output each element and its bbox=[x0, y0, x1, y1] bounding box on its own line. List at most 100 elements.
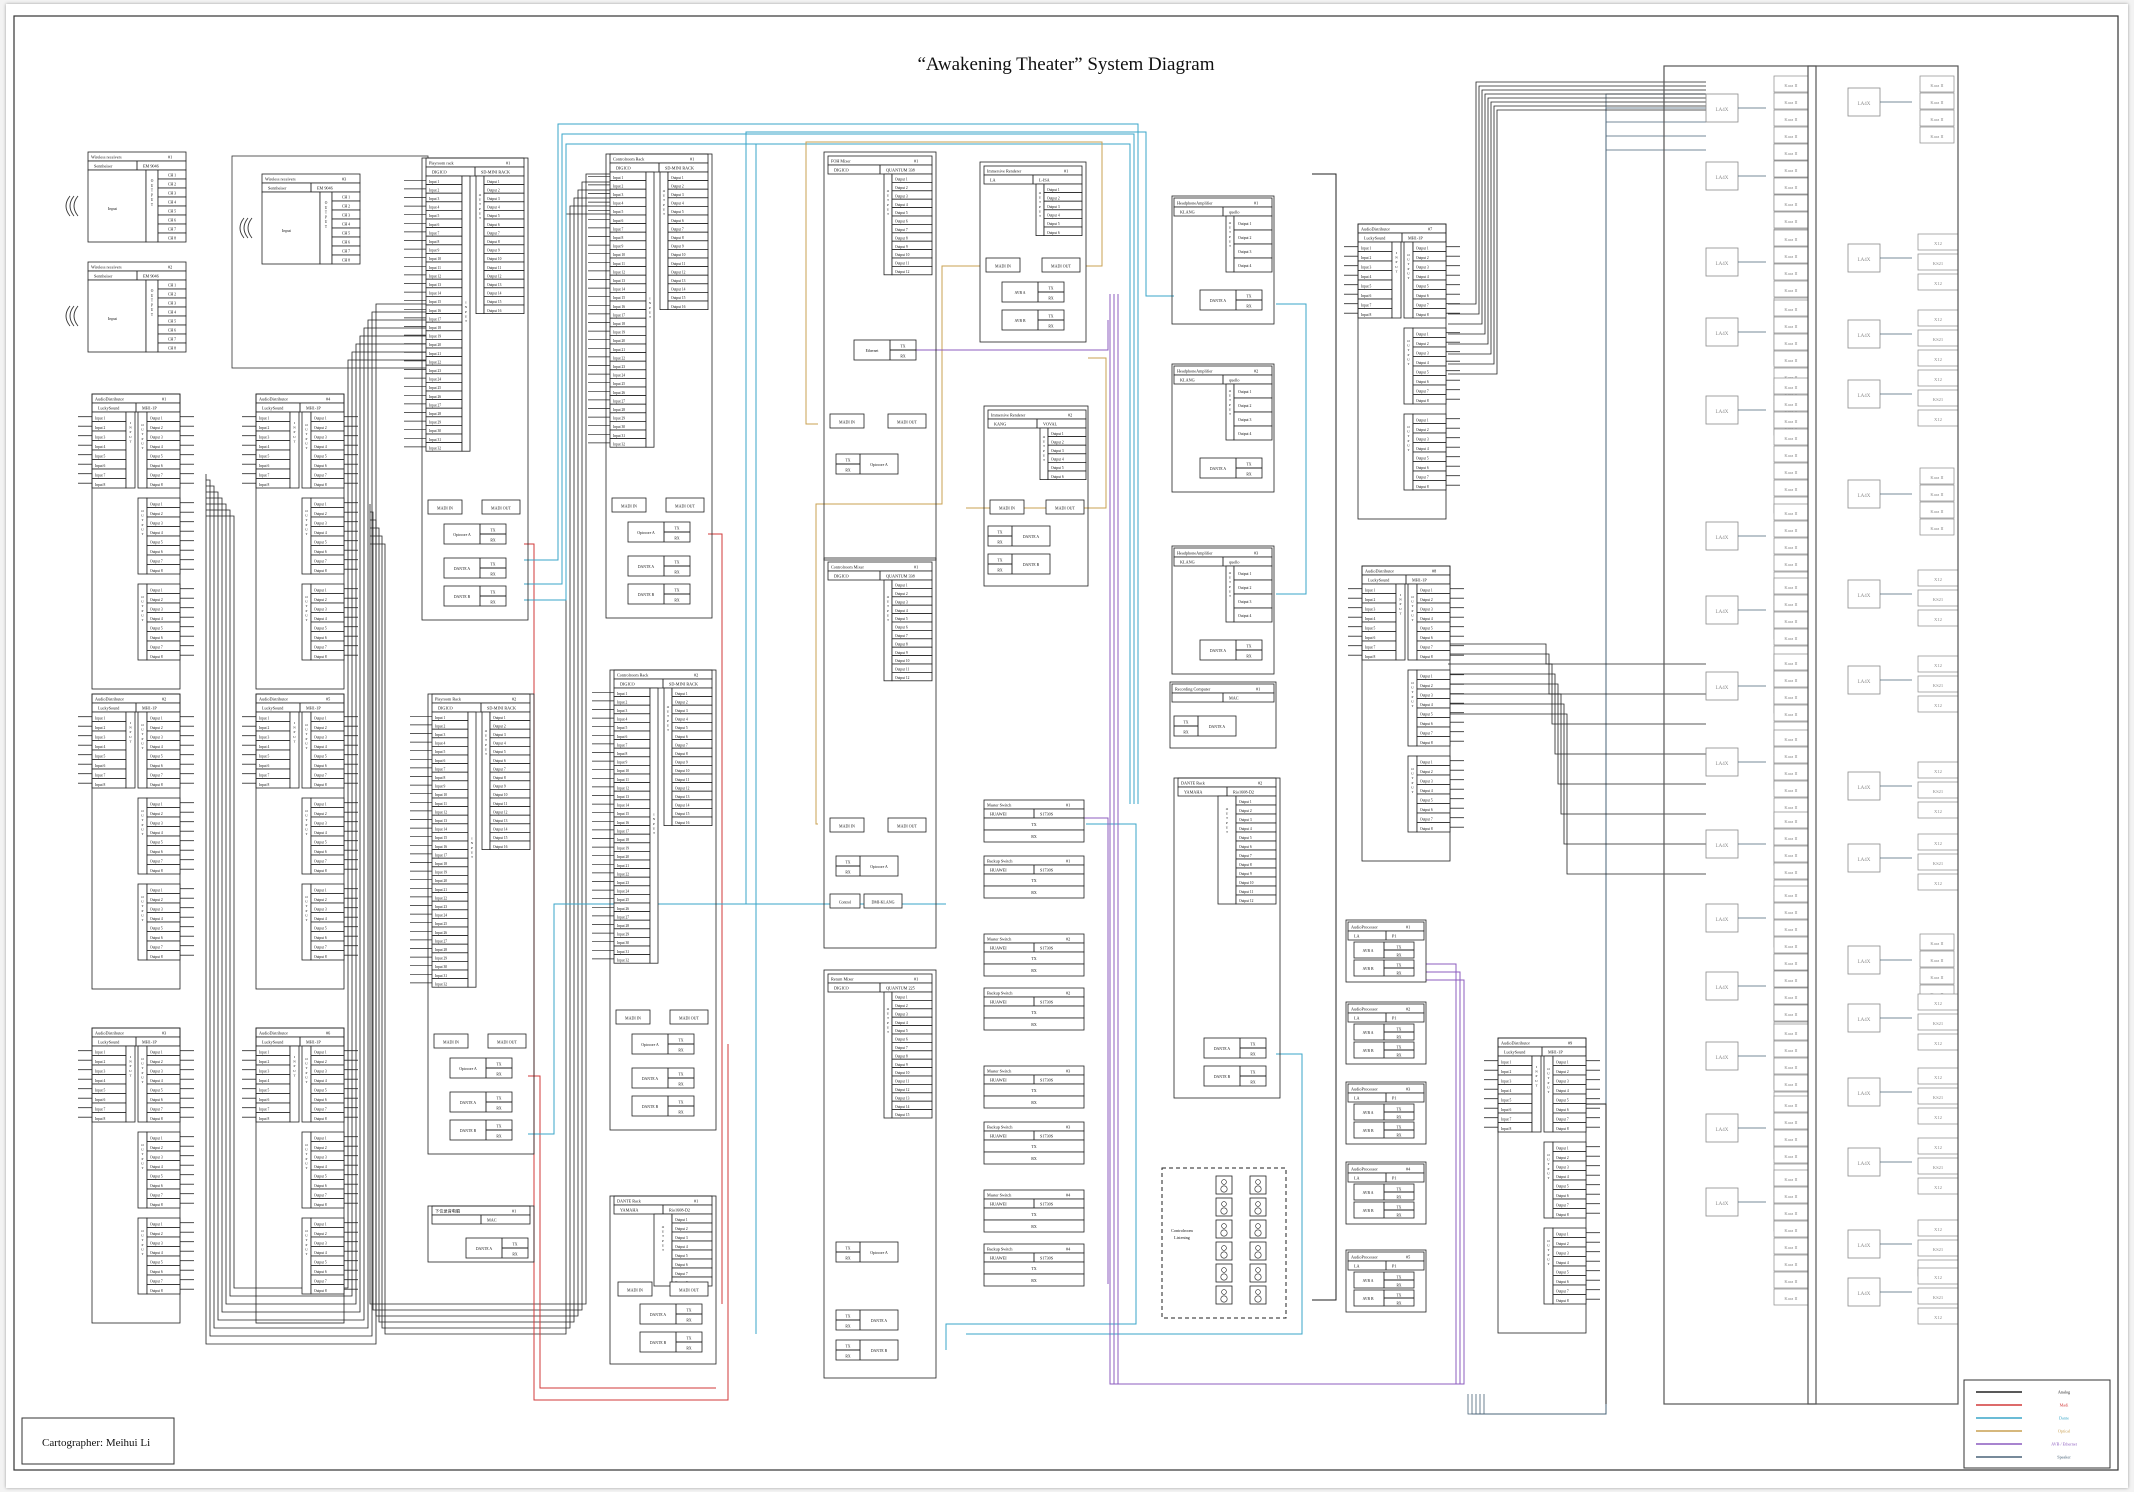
port-label: Output 5 bbox=[895, 211, 908, 215]
port-label: Output 7 bbox=[314, 774, 327, 778]
port-label: Output 5 bbox=[150, 841, 163, 845]
amplifier-label: LA4X bbox=[1858, 786, 1871, 791]
vertical-letter: U bbox=[151, 198, 154, 202]
port-label: Output 3 bbox=[150, 522, 163, 526]
port-label: Output 3 bbox=[1420, 694, 1433, 698]
port-label: Output 6 bbox=[1420, 722, 1433, 726]
port-label: Output 4 bbox=[314, 831, 327, 835]
txrx-label: DANTE A bbox=[1210, 649, 1227, 653]
playroom-rack-2: Playroom Rack#2DIGICOSD-MINI RACKInput 1… bbox=[410, 694, 534, 1154]
device-model: S1730S bbox=[1040, 1256, 1054, 1261]
amplifier-label: LA4X bbox=[1858, 1092, 1871, 1097]
port-label: Output 12 bbox=[493, 810, 508, 814]
port-label: Output 1 bbox=[150, 1223, 163, 1227]
port-label: Output 4 bbox=[1420, 617, 1433, 621]
port-label: Output 1 bbox=[150, 717, 163, 721]
rx-label: RX bbox=[686, 1347, 692, 1351]
port-label: Input 14 bbox=[613, 288, 625, 292]
channel-label: CH 8 bbox=[168, 347, 176, 351]
speaker-icon bbox=[1216, 1176, 1232, 1194]
port-label: Output 8 bbox=[150, 1117, 163, 1121]
device-model: QUANTUM 338 bbox=[886, 574, 915, 579]
speaker-label: X12 bbox=[1934, 1227, 1943, 1232]
port-label: Output 2 bbox=[895, 592, 908, 596]
port-label: Output 2 bbox=[1238, 586, 1251, 590]
port-label: Output 5 bbox=[493, 750, 506, 754]
port-label: Output 5 bbox=[1047, 222, 1060, 226]
tx-label: TX bbox=[845, 1315, 850, 1319]
port-label: Output 1 bbox=[150, 503, 163, 507]
speaker-label: Kara II bbox=[1784, 805, 1798, 810]
vertical-letter: P bbox=[465, 310, 467, 314]
vertical-letter: P bbox=[1396, 260, 1398, 264]
device-model: MH1-1P bbox=[142, 706, 157, 711]
device-name: DANTE Rack bbox=[1181, 781, 1206, 786]
txrx-label: Optocore A bbox=[870, 1251, 888, 1255]
port-label: Output 6 bbox=[150, 550, 163, 554]
vertical-letter: P bbox=[294, 430, 296, 434]
device-brand: Sennheiser bbox=[94, 274, 113, 279]
channel-label: CH 1 bbox=[168, 284, 176, 288]
vertical-letter: P bbox=[1408, 267, 1410, 271]
port-label: Output 4 bbox=[1556, 1261, 1569, 1265]
port-label: Input 6 bbox=[435, 759, 445, 763]
analog-wire bbox=[1448, 98, 1706, 344]
device-brand: DIGICO bbox=[620, 682, 635, 687]
device-number: #5 bbox=[326, 697, 330, 702]
vertical-letter: P bbox=[306, 823, 308, 827]
vertical-letter: P bbox=[1408, 353, 1410, 357]
device-number: #2 bbox=[1406, 1007, 1410, 1012]
speaker-label: Kara II bbox=[1784, 1031, 1798, 1036]
port-label: Output 8 bbox=[314, 1289, 327, 1293]
port-label: Output 3 bbox=[314, 1070, 327, 1074]
speaker-label: Kara II bbox=[1930, 492, 1944, 497]
amplifier-label: LA4X bbox=[1716, 844, 1729, 849]
port-label: Output 15 bbox=[671, 296, 686, 300]
port-label: Output 6 bbox=[1047, 231, 1060, 235]
channel-label: CH 5 bbox=[168, 320, 176, 324]
port-label: Output 8 bbox=[150, 655, 163, 659]
port-label: Output 1 bbox=[1416, 419, 1429, 423]
port-label: Output 8 bbox=[150, 483, 163, 487]
port-label: Output 7 bbox=[314, 1280, 327, 1284]
port-label: Input 1 bbox=[429, 180, 439, 184]
port-label: Input 20 bbox=[613, 339, 625, 343]
port-label: Output 4 bbox=[314, 445, 327, 449]
amplifier-label: LA4X bbox=[1716, 762, 1729, 767]
port-label: Input 5 bbox=[613, 210, 623, 214]
port-label: Input 31 bbox=[435, 974, 447, 978]
port-label: Input 28 bbox=[617, 924, 629, 928]
device-brand: DIGICO bbox=[834, 574, 849, 579]
tx-label: TX bbox=[1031, 1010, 1036, 1015]
port-label: Output 3 bbox=[1047, 205, 1060, 209]
tx-label: TX bbox=[1246, 463, 1251, 467]
port-label: Input 16 bbox=[435, 845, 447, 849]
tx-label: TX bbox=[845, 459, 850, 463]
port-label: Input 3 bbox=[95, 736, 105, 740]
network-switch-4: Backup Switch#2HUAWEIS1730STXRX bbox=[984, 988, 1084, 1030]
port-label: Input 4 bbox=[259, 745, 269, 749]
speaker-label: Kara II bbox=[1784, 1082, 1798, 1087]
port-label: Input 32 bbox=[429, 446, 441, 450]
port-label: Output 6 bbox=[150, 936, 163, 940]
port-label: Output 4 bbox=[1556, 1089, 1569, 1093]
device-name: Master Switch bbox=[987, 1193, 1012, 1198]
speaker-label: Kara II bbox=[1784, 819, 1798, 824]
port-label: Output 7 bbox=[150, 1108, 163, 1112]
speaker-label: Kara II bbox=[1784, 944, 1798, 949]
network-switch-5: Master Switch#3HUAWEIS1730STXRX bbox=[984, 1066, 1084, 1108]
audio-distributor-5: AudioDistributor#5LuckySoundMH1-1PInput … bbox=[242, 694, 358, 989]
port-label: Output 12 bbox=[671, 270, 686, 274]
speaker-label: KS21 bbox=[1933, 1247, 1944, 1252]
port-label: Output 4 bbox=[671, 202, 684, 206]
txrx-label: DANTE B bbox=[1023, 563, 1040, 567]
txrx-label: DANTE A bbox=[460, 1101, 477, 1105]
amplifier-label: LA4X bbox=[1858, 858, 1871, 863]
device-number: #2 bbox=[1258, 781, 1262, 786]
device-name: Wireless receivers bbox=[265, 177, 296, 182]
port-label: Output 6 bbox=[314, 550, 327, 554]
speaker-icon bbox=[1250, 1220, 1266, 1238]
rx-label: RX bbox=[1397, 1116, 1402, 1120]
port-label: Output 5 bbox=[675, 726, 688, 730]
port-label: Input 23 bbox=[435, 905, 447, 909]
